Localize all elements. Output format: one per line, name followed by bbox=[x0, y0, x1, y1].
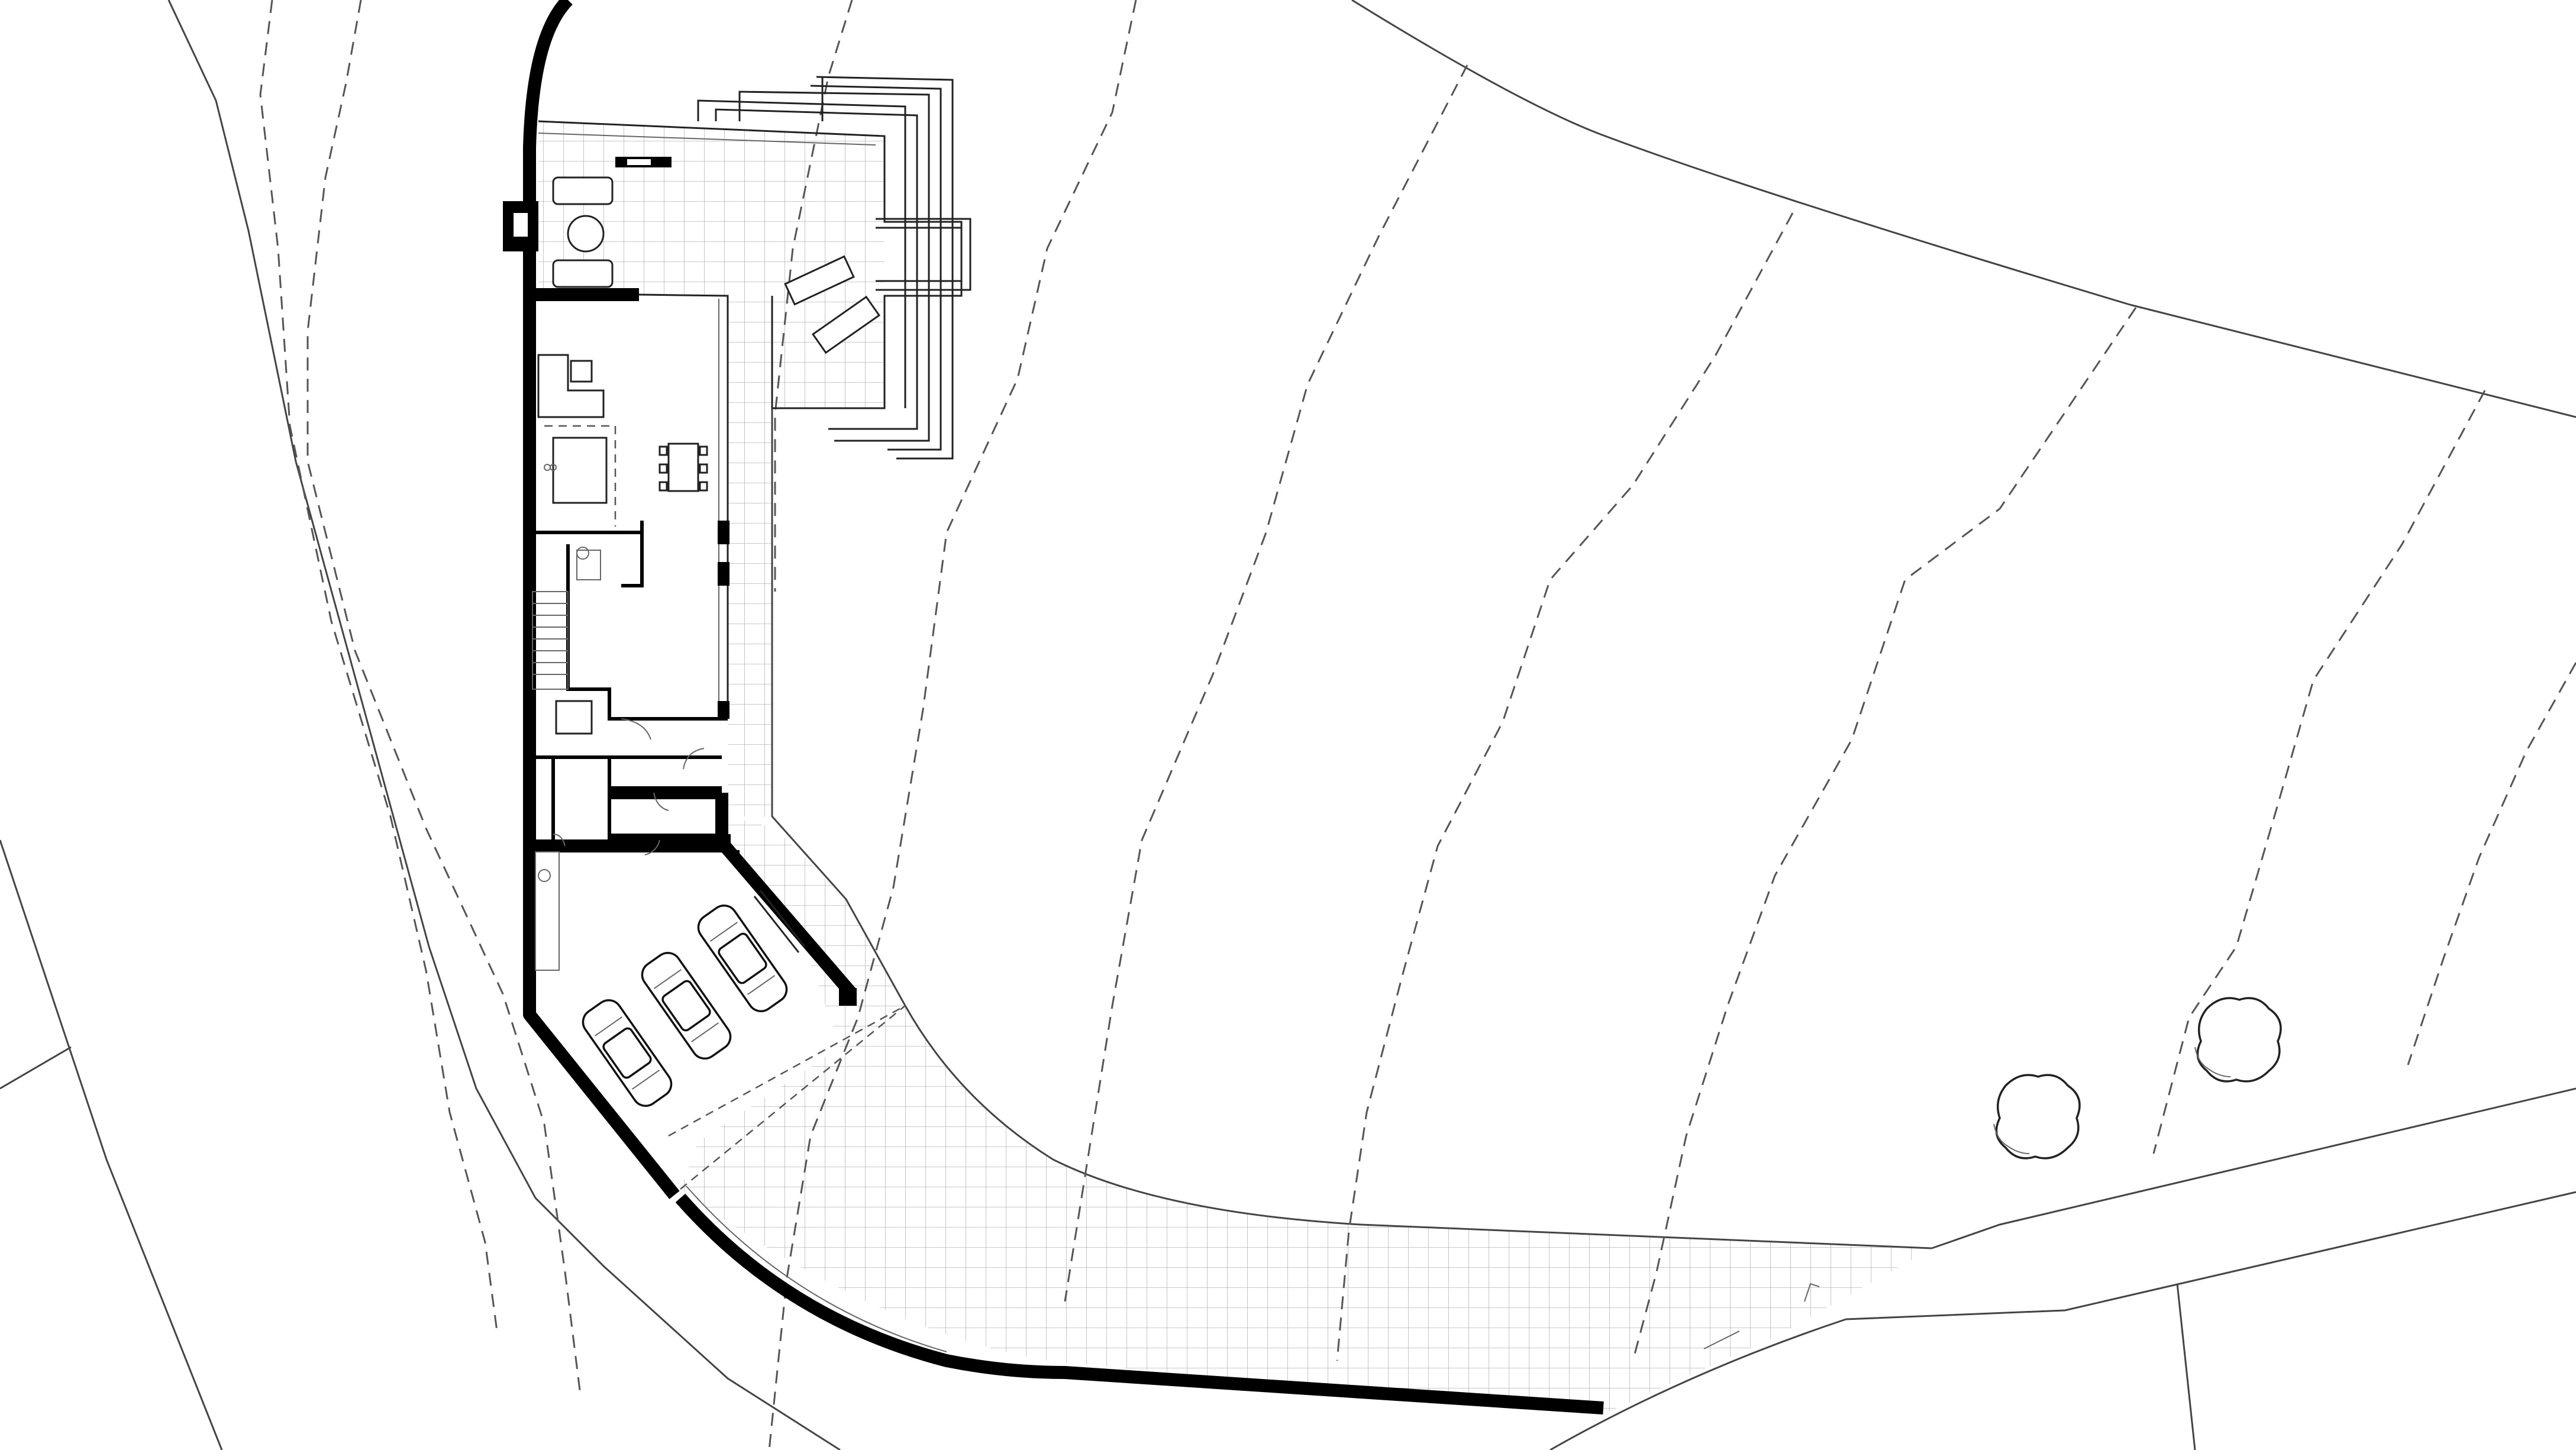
gate-detail bbox=[1703, 1283, 1820, 1349]
garage-door bbox=[759, 890, 806, 947]
outdoor-sofa bbox=[552, 176, 614, 205]
south-wall-curve bbox=[675, 1193, 1604, 1415]
paving-areas bbox=[538, 121, 1932, 1414]
car bbox=[697, 904, 788, 1013]
stair-flight-east bbox=[876, 218, 971, 291]
property-line-w bbox=[0, 1046, 72, 1090]
tree bbox=[2194, 997, 2282, 1083]
car bbox=[641, 951, 732, 1060]
building bbox=[503, 0, 1604, 1415]
trees bbox=[1993, 997, 2282, 1160]
cars bbox=[582, 904, 906, 1190]
interior-furniture bbox=[532, 354, 708, 971]
west-wall bbox=[523, 145, 680, 1199]
interior-stair bbox=[532, 591, 569, 690]
kitchen-island bbox=[552, 437, 608, 504]
dining-table bbox=[667, 443, 699, 492]
terrace-outline bbox=[538, 120, 963, 409]
round-table bbox=[567, 215, 605, 253]
road-edge-north bbox=[1931, 1087, 2576, 1249]
driveway-paving bbox=[680, 816, 1932, 1414]
driveway-edge bbox=[771, 408, 1932, 1249]
contour-lines bbox=[259, 0, 2576, 1450]
terrace bbox=[538, 76, 971, 460]
property-line-sw bbox=[0, 839, 223, 1450]
boundary-line-north bbox=[1351, 0, 2576, 418]
sun-lounger bbox=[784, 255, 855, 306]
car bbox=[582, 999, 673, 1107]
living-sofa bbox=[537, 354, 605, 418]
sun-lounger bbox=[811, 295, 881, 354]
tree bbox=[1993, 1074, 2081, 1160]
outdoor-sofa bbox=[552, 259, 614, 288]
boundary-line-west bbox=[167, 0, 841, 1450]
retaining-wall-curve bbox=[523, 0, 573, 148]
road-edge-south bbox=[1550, 1191, 2576, 1450]
road-cross-line bbox=[2176, 1283, 2196, 1450]
stair-flight-north bbox=[697, 76, 954, 460]
